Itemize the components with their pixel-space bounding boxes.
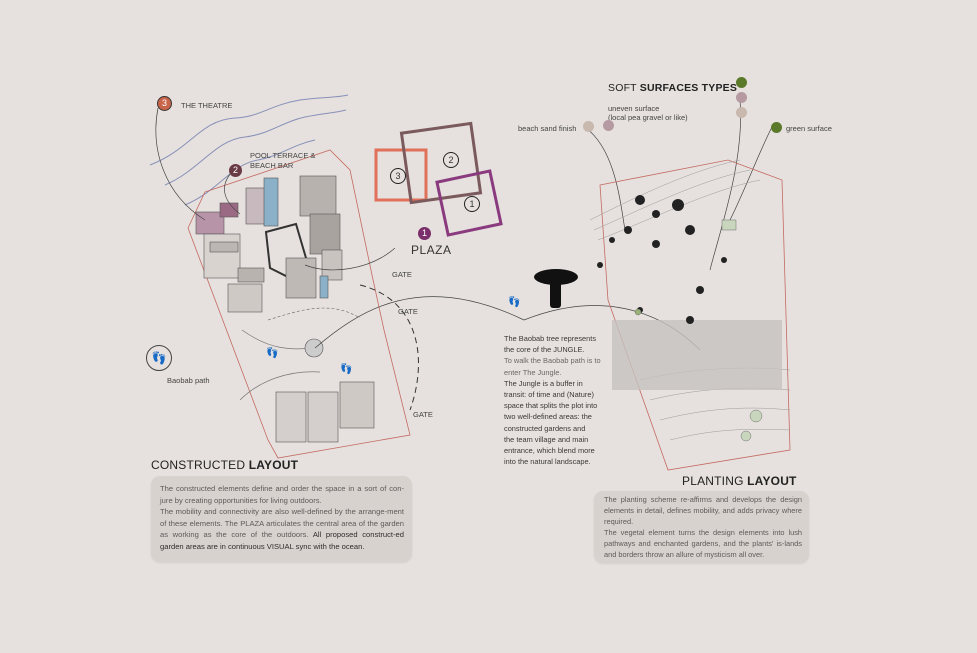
- footprints-icon: 👣: [340, 364, 353, 375]
- baobab-path-label: Baobab path: [167, 376, 210, 385]
- jungle-band: [612, 320, 782, 390]
- legend-dot-green: [736, 77, 747, 88]
- planting-paragraph-1: The planting scheme re-affirms and devel…: [604, 495, 802, 526]
- zone-frames: [374, 121, 503, 237]
- ocean-waves: [149, 94, 349, 206]
- zone-1-number: 1: [464, 196, 480, 212]
- constructed-paragraph-1: The constructed elements define and orde…: [160, 484, 404, 505]
- constructed-text: The constructed elements define and orde…: [160, 483, 404, 553]
- baobab-note: The Baobab tree represents the core of t…: [504, 334, 601, 467]
- theatre-number: 3: [158, 97, 171, 110]
- baobab-tree-icon: [534, 269, 578, 308]
- green-surface-label: green surface: [786, 124, 832, 133]
- baobab-node: [304, 338, 324, 358]
- pool-label-line2: BEACH BAR: [250, 161, 294, 170]
- footprints-icon: 👣: [266, 348, 279, 359]
- plaza-label: PLAZA: [411, 243, 452, 257]
- constructed-title: CONSTRUCTED LAYOUT: [151, 458, 299, 472]
- beach-sand-dot: [583, 121, 594, 132]
- annotation-arrows: [155, 99, 773, 351]
- planting-text: The planting scheme re-affirms and devel…: [604, 494, 802, 560]
- constructed-paragraph-2-emphasis: All proposed construct-ed garden areas a…: [160, 530, 405, 551]
- uneven-surface-label: uneven surface: [608, 104, 660, 113]
- gate-label-2: GATE: [398, 307, 418, 316]
- green-islands: [634, 219, 763, 442]
- legend-dot-mauve: [736, 92, 747, 103]
- soft-surfaces-title: SOFT SURFACES TYPES: [608, 82, 738, 94]
- theatre-label: THE THEATRE: [181, 101, 233, 110]
- constructed-panel: The constructed elements define and orde…: [151, 476, 412, 562]
- green-surface-dot: [771, 122, 782, 133]
- constructed-paragraph-2: The mobility and connectivity are also w…: [160, 507, 404, 540]
- planting-boundary: [599, 159, 791, 471]
- plaza-number: 1: [418, 227, 431, 240]
- gate-label-3: GATE: [413, 410, 433, 419]
- zone-3-number: 3: [390, 168, 406, 184]
- planting-trees: [597, 195, 727, 324]
- gate-label-1: GATE: [392, 270, 412, 279]
- uneven-surface-dot: [603, 120, 614, 131]
- zone-2-number: 2: [443, 152, 459, 168]
- footprints-icon: 👣: [508, 297, 521, 308]
- pool-label-line1: POOL TERRACE &: [250, 151, 316, 160]
- footprints-icon: 👣: [146, 345, 172, 371]
- constructed-boundary: [187, 149, 411, 459]
- constructed-buildings: [195, 175, 375, 443]
- beach-sand-label: beach sand finish: [518, 124, 577, 133]
- legend-dot-sand: [736, 107, 747, 118]
- planting-title: PLANTING LAYOUT: [682, 474, 797, 488]
- planting-panel: The planting scheme re-affirms and devel…: [594, 491, 809, 563]
- uneven-surface-sublabel: (local pea gravel or like): [608, 113, 688, 122]
- pool-number: 2: [229, 164, 242, 177]
- planting-paragraph-2: The vegetal element turns the design ele…: [604, 528, 802, 559]
